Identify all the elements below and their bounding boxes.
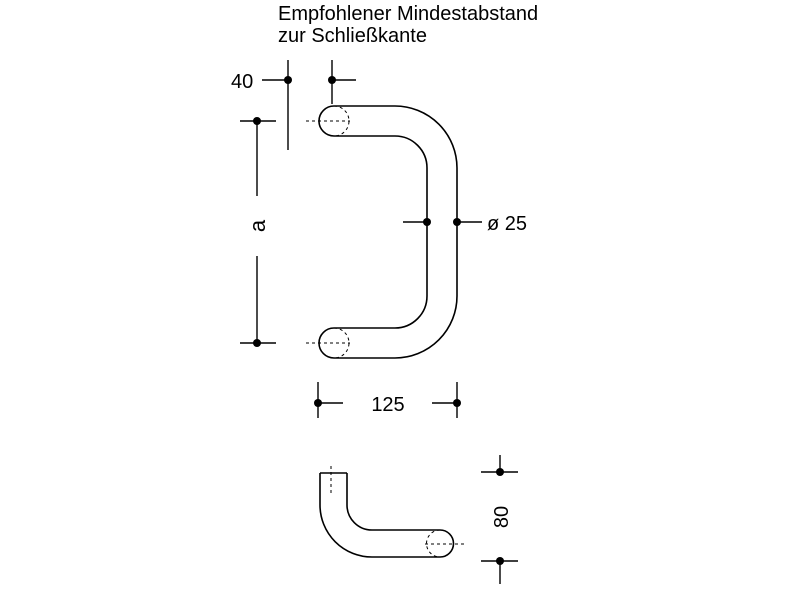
handle-front-view bbox=[318, 105, 458, 359]
diameter-dot-outer bbox=[453, 218, 461, 226]
diameter-dot-inner bbox=[423, 218, 431, 226]
side-depth-label: 80 bbox=[491, 506, 513, 528]
projection-dot-left bbox=[314, 399, 322, 407]
height-dot-top bbox=[253, 117, 261, 125]
heading-line-2: zur Schließkante bbox=[278, 25, 427, 47]
side-depth-dot-top bbox=[496, 468, 504, 476]
projection-dot-right bbox=[453, 399, 461, 407]
side-depth-dot-bottom bbox=[496, 557, 504, 565]
clearance-dot-right bbox=[328, 76, 336, 84]
height-label: a bbox=[245, 219, 270, 232]
clearance-dot-left bbox=[284, 76, 292, 84]
height-dot-bottom bbox=[253, 339, 261, 347]
front-end-markers bbox=[306, 105, 350, 359]
heading-line-1: Empfohlener Mindestabstand bbox=[278, 3, 538, 25]
projection-label: 125 bbox=[371, 394, 404, 416]
side-end-markers bbox=[330, 466, 466, 558]
diameter-label: ø 25 bbox=[487, 213, 527, 235]
handle-side-view bbox=[319, 472, 455, 558]
clearance-label: 40 bbox=[231, 71, 253, 93]
